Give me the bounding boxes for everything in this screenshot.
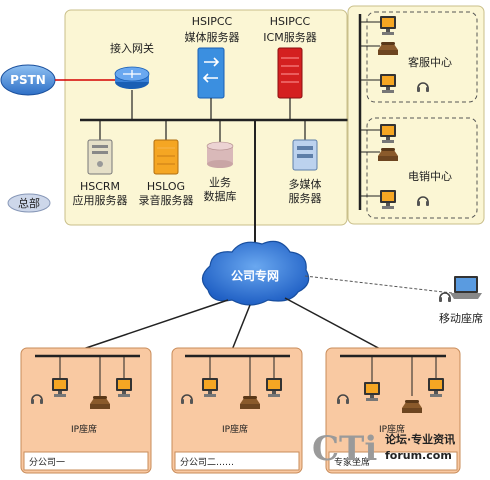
multimedia-label-1: 多媒体: [289, 177, 322, 191]
branch-3-name: 专家坐席: [334, 456, 370, 468]
mobile-link: [304, 275, 453, 294]
branch-2-name: 分公司二……: [180, 457, 234, 468]
router-icon: [114, 66, 150, 89]
watermark-line2: forum.com: [385, 449, 452, 462]
customer-service-label: 客服中心: [408, 55, 452, 69]
branch-1-seat-label: IP座席: [71, 423, 97, 435]
watermark-line1: 论坛·专业资讯: [385, 432, 455, 446]
telemarketing-seats: [360, 124, 430, 209]
recording-server-icon: [153, 139, 179, 175]
hsipcc-icm-label-2: ICM服务器: [263, 31, 316, 44]
mobile-headset-icon: [438, 292, 452, 303]
hsipcc-icm-label-1: HSIPCC: [270, 15, 311, 28]
crm-server-icon: [87, 139, 113, 175]
business-db-label-2: 数据库: [204, 189, 237, 203]
watermark-brand: CTi: [312, 429, 377, 469]
hscrm-label-2: 应用服务器: [73, 193, 128, 207]
pstn-cloud: PSTN: [0, 64, 56, 96]
business-db-label-1: 业务: [209, 176, 231, 189]
media-server-icon: [197, 47, 225, 99]
branch-1-name: 分公司一: [29, 457, 65, 468]
centers-region: [347, 5, 485, 225]
customer-service-box: [366, 11, 478, 103]
hq-tag: 总部: [7, 193, 51, 213]
branch-2-seat-label: IP座席: [222, 423, 248, 435]
branch-3-box: [325, 347, 461, 474]
private-net-label: 公司专网: [231, 268, 279, 283]
branch-3-seat-label: IP座席: [379, 423, 405, 435]
hsipcc-media-label-1: HSIPCC: [192, 15, 233, 28]
hq-region: [64, 9, 348, 226]
telemarketing-box: [366, 117, 478, 219]
database-icon: [206, 141, 234, 168]
hq-label: 总部: [18, 196, 40, 210]
telemarketing-label: 电销中心: [408, 169, 452, 183]
link-branch-2: [231, 304, 251, 351]
cti-forum-watermark: CTi 论坛·专业资讯 forum.com: [312, 429, 455, 469]
multimedia-label-2: 服务器: [289, 192, 322, 205]
icm-server-icon: [277, 47, 303, 99]
laptop-icon: [450, 276, 482, 299]
mobile-seat-label: 移动座席: [439, 311, 483, 325]
link-branch-3: [284, 297, 383, 351]
hslog-label-2: 录音服务器: [139, 193, 194, 207]
access-gateway-label: 接入网关: [110, 41, 154, 55]
hscrm-label-1: HSCRM: [80, 180, 120, 193]
hslog-label-1: HSLOG: [147, 180, 185, 193]
link-branch-1: [79, 299, 229, 351]
hsipcc-media-label-2: 媒体服务器: [185, 30, 240, 44]
multimedia-server-icon: [292, 139, 318, 171]
pstn-label: PSTN: [10, 73, 46, 87]
customer-service-seats: [360, 16, 430, 93]
